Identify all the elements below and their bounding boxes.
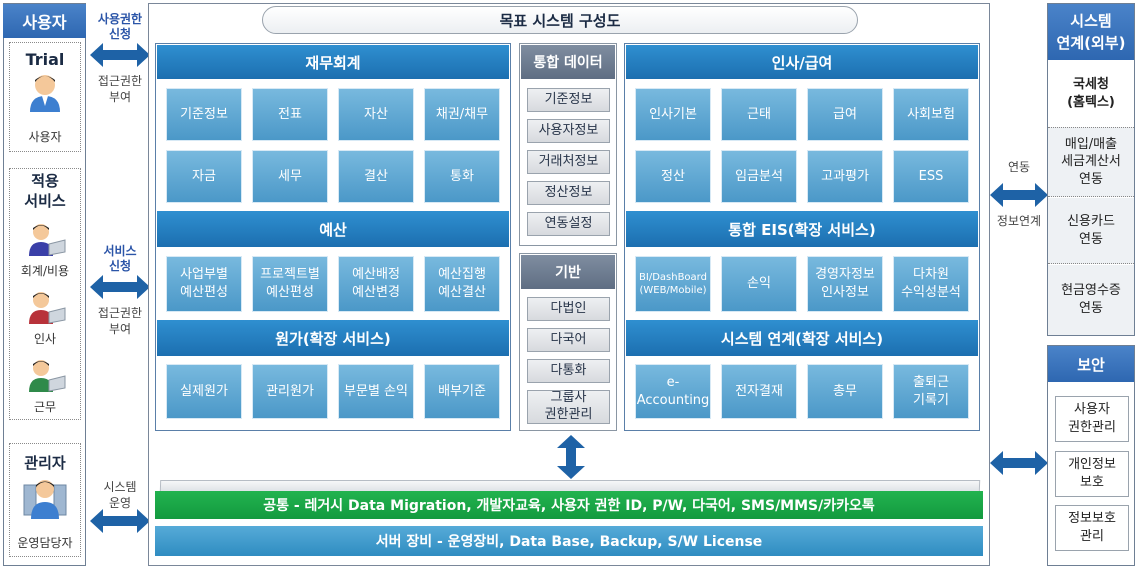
computer-user-icon: [27, 222, 67, 258]
hr-tile: 사회보험: [893, 88, 969, 141]
hr-tile: 인사기본: [635, 88, 711, 141]
eis-tile: 경영자정보 인사정보: [807, 256, 883, 312]
finance-tile: 채권/채무: [424, 88, 500, 141]
finance-tile: 세무: [252, 150, 328, 203]
service-grant-label: 접근권한 부여: [90, 306, 150, 337]
double-arrow-icon: [990, 182, 1048, 208]
hr-tile: 임금분석: [721, 150, 797, 203]
user-header: 사용자: [3, 4, 86, 38]
external-item: 매입/매출 세금계산서 연동: [1048, 127, 1134, 197]
budget-tile: 사업부별 예산편성: [166, 256, 242, 312]
system-op-label: 시스템 운영: [90, 480, 150, 511]
external-header: 시스템 연계(외부): [1048, 4, 1134, 60]
hr-tile: ESS: [893, 150, 969, 203]
budget-tile: 예산집행 예산결산: [424, 256, 500, 312]
external-item-nts: 국세청 (홈텍스): [1048, 62, 1134, 126]
hr-tile: 정산: [635, 150, 711, 203]
hr-header: 인사/급여: [626, 45, 978, 79]
cost-tile: 부문별 손익: [338, 364, 414, 419]
syslink-tile: 총무: [807, 364, 883, 419]
access-grant-label: 접근권한 부여: [90, 74, 150, 105]
hr-tile: 고과평가: [807, 150, 883, 203]
service-item-3: 근무: [9, 398, 81, 415]
budget-tile: 예산배정 예산변경: [338, 256, 414, 312]
vertical-double-arrow-icon: [556, 435, 586, 479]
foundation-header: 기반: [521, 255, 615, 289]
cost-header: 원가(확장 서비스): [157, 320, 509, 356]
link-bottom-label: 정보연계: [990, 214, 1048, 230]
external-item: 현금영수증 연동: [1048, 265, 1134, 335]
service-request-label: 서비스 신청: [90, 244, 150, 274]
finance-tile: 자금: [166, 150, 242, 203]
double-arrow-icon: [90, 274, 150, 300]
finance-tile: 기준정보: [166, 88, 242, 141]
security-item: 정보보호 관리: [1055, 505, 1129, 551]
double-arrow-icon: [990, 450, 1048, 476]
foundation-item: 다법인: [527, 297, 610, 321]
server-bar: 서버 장비 - 운영장비, Data Base, Backup, S/W Lic…: [155, 526, 983, 556]
integrated-data-item: 기준정보: [527, 88, 610, 112]
admin-caption: 운영담당자: [9, 534, 81, 551]
finance-tile: 전표: [252, 88, 328, 141]
computer-user-icon: [27, 290, 67, 326]
finance-tile: 통화: [424, 150, 500, 203]
eis-tile: 손익: [721, 256, 797, 312]
double-arrow-icon: [90, 508, 150, 534]
budget-tile: 프로젝트별 예산편성: [252, 256, 328, 312]
eis-header: 통합 EIS(확장 서비스): [626, 211, 978, 247]
finance-tile: 자산: [338, 88, 414, 141]
security-header: 보안: [1048, 346, 1134, 382]
foundation-item: 다국어: [527, 328, 610, 352]
common-bar: 공통 - 레거시 Data Migration, 개발자교육, 사용자 권한 I…: [155, 491, 983, 519]
integrated-data-header: 통합 데이터: [521, 45, 615, 79]
link-top-label: 연동: [990, 160, 1048, 176]
finance-header: 재무회계: [157, 45, 509, 79]
eis-tile: BI/DashBoard (WEB/Mobile): [635, 256, 711, 312]
budget-header: 예산: [157, 211, 509, 247]
services-title: 적용 서비스: [9, 172, 81, 211]
computer-user-icon: [27, 358, 67, 394]
syslink-header: 시스템 연계(확장 서비스): [626, 320, 978, 356]
syslink-tile: e- Accounting: [635, 364, 711, 419]
integrated-data-item: 연동설정: [527, 212, 610, 236]
person-icon: [27, 72, 63, 112]
cost-tile: 관리원가: [252, 364, 328, 419]
integrated-data-item: 사용자정보: [527, 119, 610, 143]
service-item-2: 인사: [9, 330, 81, 347]
admin-icon: [22, 475, 68, 519]
external-item: 신용카드 연동: [1048, 198, 1134, 264]
syslink-tile: 출퇴근 기록기: [893, 364, 969, 419]
foundation-item: 그룹사 권한관리: [527, 390, 610, 424]
hr-tile: 급여: [807, 88, 883, 141]
access-request-label: 사용권한 신청: [90, 12, 150, 42]
hr-tile: 근태: [721, 88, 797, 141]
eis-tile: 다차원 수익성분석: [893, 256, 969, 312]
trial-title: Trial: [9, 50, 81, 69]
admin-title: 관리자: [9, 452, 81, 473]
integrated-data-item: 정산정보: [527, 181, 610, 205]
security-item: 사용자 권한관리: [1055, 396, 1129, 442]
trial-caption: 사용자: [9, 128, 81, 145]
page-title: 목표 시스템 구성도: [262, 6, 858, 34]
cost-tile: 실제원가: [166, 364, 242, 419]
syslink-tile: 전자결재: [721, 364, 797, 419]
service-item-1: 회계/비용: [9, 262, 81, 279]
integrated-data-item: 거래처정보: [527, 150, 610, 174]
security-item: 개인정보 보호: [1055, 451, 1129, 497]
double-arrow-icon: [90, 42, 150, 68]
finance-tile: 결산: [338, 150, 414, 203]
cost-tile: 배부기준: [424, 364, 500, 419]
foundation-item: 다통화: [527, 359, 610, 383]
